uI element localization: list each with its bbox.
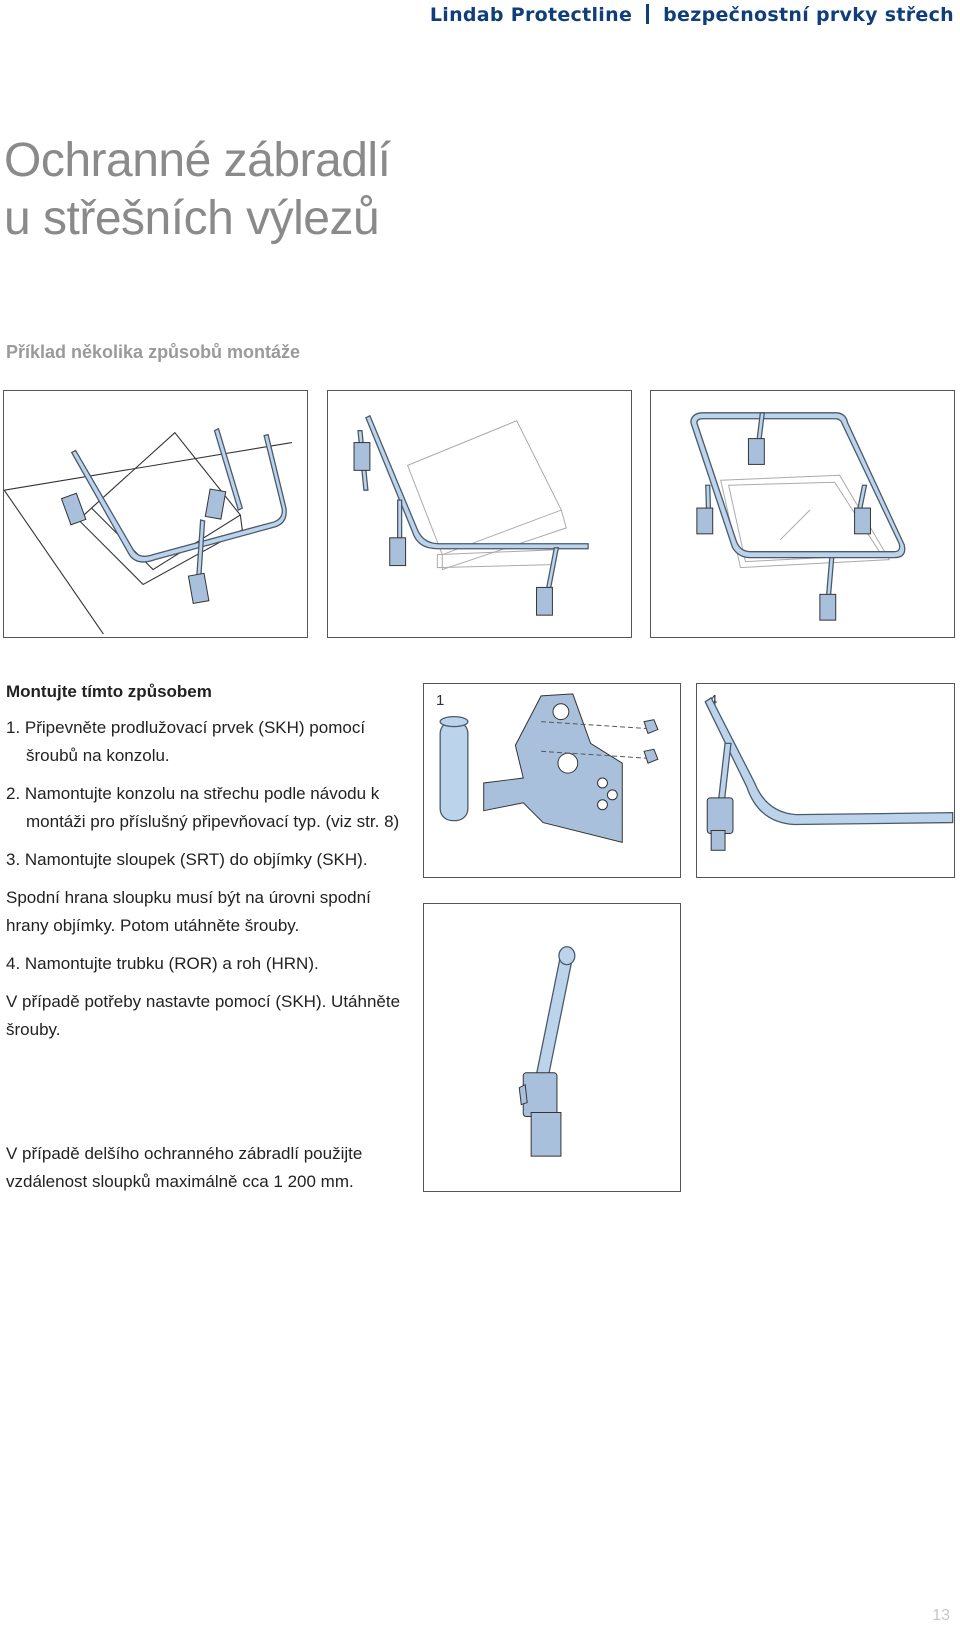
section-name: bezpečnostní prvky střech [663, 4, 954, 26]
mounting-instructions: Montujte tímto způsobem 1. Připevněte pr… [6, 680, 406, 1054]
instructions-heading: Montujte tímto způsobem [6, 682, 212, 701]
step-3-note: Spodní hrana sloupku musí být na úrovni … [6, 888, 371, 935]
title-line-2: u střešních výlezů [4, 192, 380, 245]
spacing-note: V případě delšího ochranného zábradlí po… [6, 1144, 363, 1191]
figure-3-drawing [518, 946, 576, 1157]
figure-4-corner: 4 [696, 683, 955, 878]
mounting-example-2-drawing [353, 414, 589, 616]
figure-1-bracket: 1 [423, 683, 681, 878]
section-subtitle: Příklad několika způsobů montáže [6, 342, 301, 362]
page-header: Lindab Protectline bezpečnostní prvky stř… [430, 4, 954, 26]
figure-4-drawing [704, 696, 954, 851]
figure-3-post [423, 903, 681, 1192]
figure-1-drawing [439, 693, 659, 843]
figure-1-number: 1 [436, 692, 445, 709]
mounting-example-3 [650, 390, 955, 638]
step-4-note: V případě potřeby nastavte pomocí (SKH).… [6, 992, 401, 1039]
mounting-example-3-drawing [690, 412, 906, 621]
mounting-example-2 [327, 390, 632, 638]
step-4: 4. Namontujte trubku (ROR) a roh (HRN). [6, 954, 319, 973]
step-3: 3. Namontujte sloupek (SRT) do objímky (… [6, 850, 368, 869]
step-1: 1. Připevněte prodlužovací prvek (SKH) p… [6, 718, 366, 765]
header-divider [646, 4, 650, 24]
page-number: 13 [932, 1607, 950, 1624]
mounting-example-1-drawing [4, 427, 292, 635]
page-title: Ochranné zábradlí u střešních výlezů [4, 132, 391, 248]
brand-name: Lindab Protectline [429, 4, 633, 26]
title-line-1: Ochranné zábradlí [4, 134, 391, 187]
step-2: 2. Namontujte konzolu na střechu podle n… [6, 784, 400, 831]
mounting-example-1 [3, 390, 308, 638]
